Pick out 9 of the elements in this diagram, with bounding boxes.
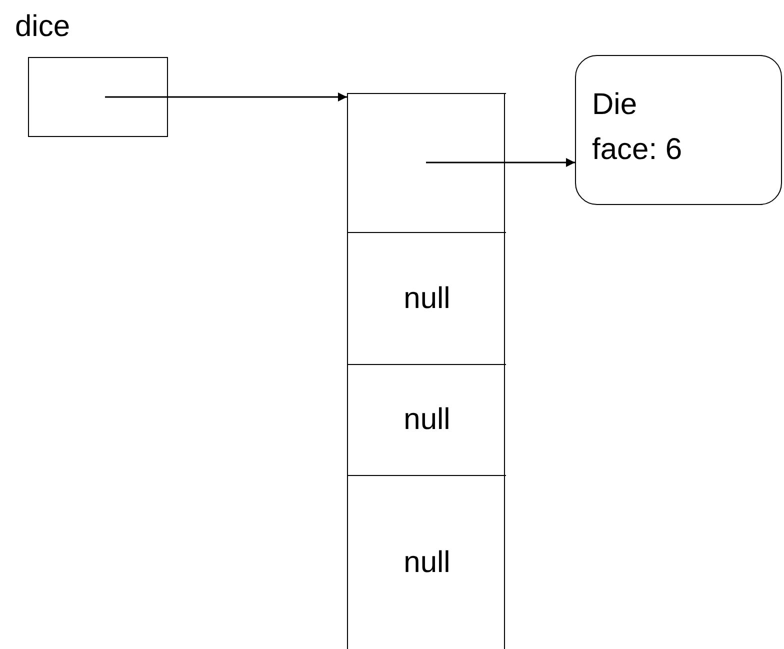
object-text: Die face: 6 xyxy=(592,87,684,168)
arrow xyxy=(426,158,575,167)
variable-name: dice xyxy=(15,10,70,43)
cell-value: null xyxy=(402,282,452,316)
array-box xyxy=(347,93,505,649)
arrow xyxy=(105,92,347,102)
cell-value: null xyxy=(402,403,452,437)
cell-value: null xyxy=(402,546,452,580)
object-box xyxy=(575,55,782,205)
